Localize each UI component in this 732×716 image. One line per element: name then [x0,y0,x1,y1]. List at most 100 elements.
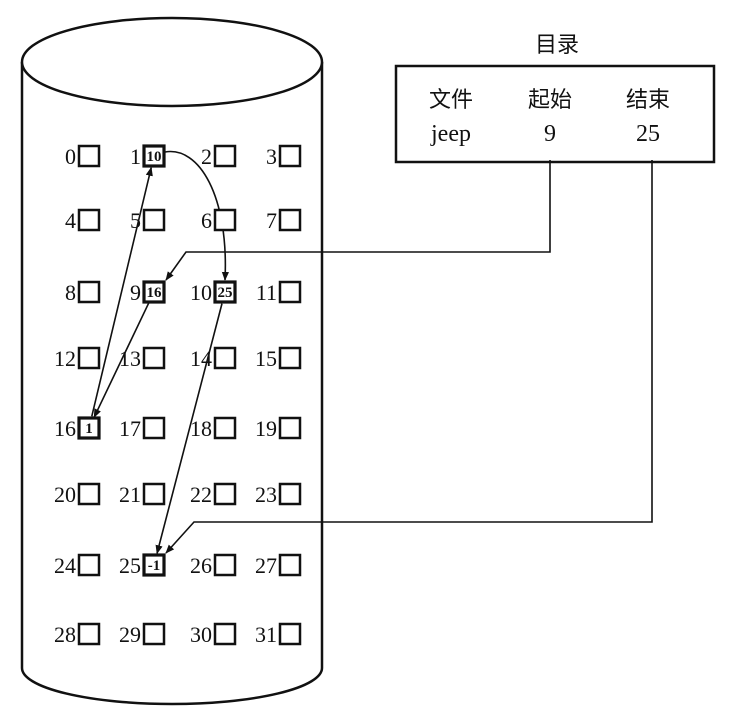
block-number-label: 29 [119,622,141,647]
block-box [213,416,237,440]
disk-body [20,62,324,706]
block-number-label: 3 [266,144,277,169]
block-number-label: 16 [54,416,76,441]
disk-block-5: 5 [130,208,166,233]
block-box [77,482,101,506]
disk-block-19: 19 [255,416,302,441]
block-number-label: 6 [201,208,212,233]
disk-block-6: 6 [201,208,237,233]
block-box [278,144,302,168]
disk-block-2: 2 [201,144,237,169]
block-box [77,553,101,577]
block-box [142,553,166,577]
block-box [142,144,166,168]
block-box [213,208,237,232]
disk-top [20,16,324,108]
directory-end-block: 25 [636,121,660,147]
disk-block-13: 13 [119,346,166,371]
disk-block-31: 31 [255,622,302,647]
block-number-label: 12 [54,346,76,371]
block-box [278,553,302,577]
block-box [77,416,101,440]
block-number-label: 28 [54,622,76,647]
block-box [213,482,237,506]
disk-block-15: 15 [255,346,302,371]
disk-block-8: 8 [65,280,101,305]
block-number-label: 25 [119,553,141,578]
disk-block-22: 22 [190,482,237,507]
block-box [278,346,302,370]
block-number-label: 1 [130,144,141,169]
disk-block-11: 11 [256,280,302,305]
directory-end-pointer [165,160,653,554]
directory-box [394,64,716,164]
directory-header-start: 起始 [528,88,572,113]
directory-table: 目录 文件 起始 结束 jeep 9 25 [394,33,716,164]
block-number-label: 14 [190,346,212,371]
disk-block-17: 17 [119,416,166,441]
disk-block-26: 26 [190,553,237,578]
disk-block-1: 1 10 [130,144,166,169]
chain-link-10-to-25 [155,303,223,555]
disk-cylinder [20,16,324,706]
directory-header-file: 文件 [429,88,473,113]
block-chain [91,150,229,555]
disk-block-29: 29 [119,622,166,647]
block-box [213,144,237,168]
directory-title: 目录 [535,33,579,58]
disk-block-14: 14 [190,346,237,371]
disk-block-20: 20 [54,482,101,507]
block-number-label: 22 [190,482,212,507]
block-box [213,280,237,304]
disk-block-24: 24 [54,553,101,578]
block-box [278,482,302,506]
block-next-pointer: 10 [147,149,162,165]
directory-start-pointer [165,160,551,281]
block-number-label: 13 [119,346,141,371]
disk-block-18: 18 [190,416,237,441]
block-number-label: 27 [255,553,277,578]
directory-header-end: 结束 [626,88,670,113]
block-number-label: 26 [190,553,212,578]
block-box [278,208,302,232]
block-number-label: 21 [119,482,141,507]
block-box [77,208,101,232]
block-box [142,622,166,646]
block-number-label: 10 [190,280,212,305]
disk-block-30: 30 [190,622,237,647]
disk-block-4: 4 [65,208,101,233]
block-box [142,416,166,440]
disk-block-21: 21 [119,482,166,507]
directory-pointers [165,160,653,554]
disk-block-25: 25 -1 [119,553,166,578]
block-number-label: 19 [255,416,277,441]
directory-start-block: 9 [544,121,556,147]
chain-link-9-to-16 [93,302,150,418]
disk-block-28: 28 [54,622,101,647]
disk-block-23: 23 [255,482,302,507]
block-number-label: 20 [54,482,76,507]
block-number-label: 2 [201,144,212,169]
block-number-label: 11 [256,280,277,305]
disk-block-7: 7 [266,208,302,233]
block-number-label: 31 [255,622,277,647]
block-number-label: 17 [119,416,141,441]
block-box [77,346,101,370]
block-box [213,622,237,646]
block-box [77,622,101,646]
block-number-label: 8 [65,280,76,305]
block-box [77,144,101,168]
block-number-label: 7 [266,208,277,233]
block-number-label: 0 [65,144,76,169]
disk-block-0: 0 [65,144,101,169]
block-number-label: 18 [190,416,212,441]
block-next-pointer: -1 [148,558,161,574]
disk-block-12: 12 [54,346,101,371]
block-box [213,553,237,577]
